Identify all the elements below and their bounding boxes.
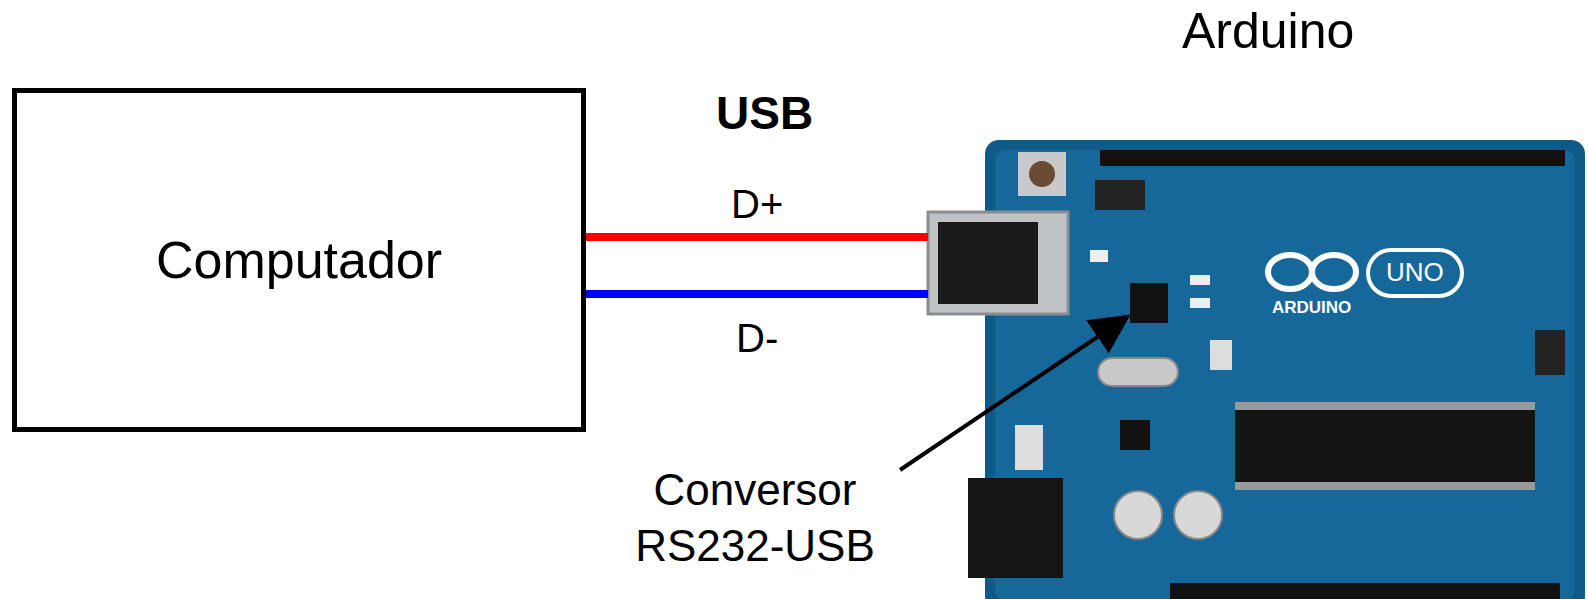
- uno-badge: [1368, 250, 1462, 296]
- microcontroller: [1235, 410, 1535, 482]
- converter-chip: [1130, 283, 1168, 323]
- capacitor: [1174, 491, 1222, 539]
- smd-part: [1190, 298, 1210, 308]
- board-logo-text: ARDUINO: [1272, 298, 1351, 318]
- callout-arrow: [900, 319, 1124, 470]
- reset-button: [1018, 152, 1066, 196]
- board-pcb: [985, 140, 1585, 599]
- chip-pins: [1235, 482, 1535, 490]
- small-chip: [1120, 420, 1150, 450]
- pin-header: [1100, 150, 1565, 166]
- regulator: [1015, 425, 1043, 470]
- capacitor: [1114, 491, 1162, 539]
- usb-wire: [586, 233, 928, 241]
- icsp-header: [1095, 180, 1145, 210]
- node-title: Arduino: [1182, 2, 1354, 60]
- board-surface: [995, 150, 1575, 599]
- dc-jack: [968, 478, 1063, 578]
- board-model-text: UNO: [1386, 257, 1444, 288]
- pin-header: [1170, 583, 1560, 599]
- node-title: Computador: [156, 230, 442, 290]
- arduino-board: Arduino: [928, 0, 1588, 599]
- usb-socket: [938, 222, 1038, 304]
- signal-label: D-: [736, 316, 778, 361]
- arduino-logo: [1268, 255, 1312, 289]
- smd-part: [1190, 275, 1210, 285]
- chip-pins: [1235, 402, 1535, 410]
- callout-label: Conversor RS232-USB: [605, 462, 905, 575]
- usb-wire: [586, 290, 928, 298]
- signal-label: D+: [731, 182, 783, 227]
- reset-button-cap: [1029, 161, 1055, 187]
- bus-label: USB: [716, 86, 813, 140]
- icsp-header: [1535, 330, 1565, 375]
- crystal: [1098, 358, 1178, 386]
- smd-part: [1090, 250, 1108, 262]
- usb-connector: [928, 212, 1068, 314]
- arduino-logo: [1312, 255, 1356, 289]
- computer-box: Computador: [12, 88, 586, 432]
- led: [1210, 340, 1232, 370]
